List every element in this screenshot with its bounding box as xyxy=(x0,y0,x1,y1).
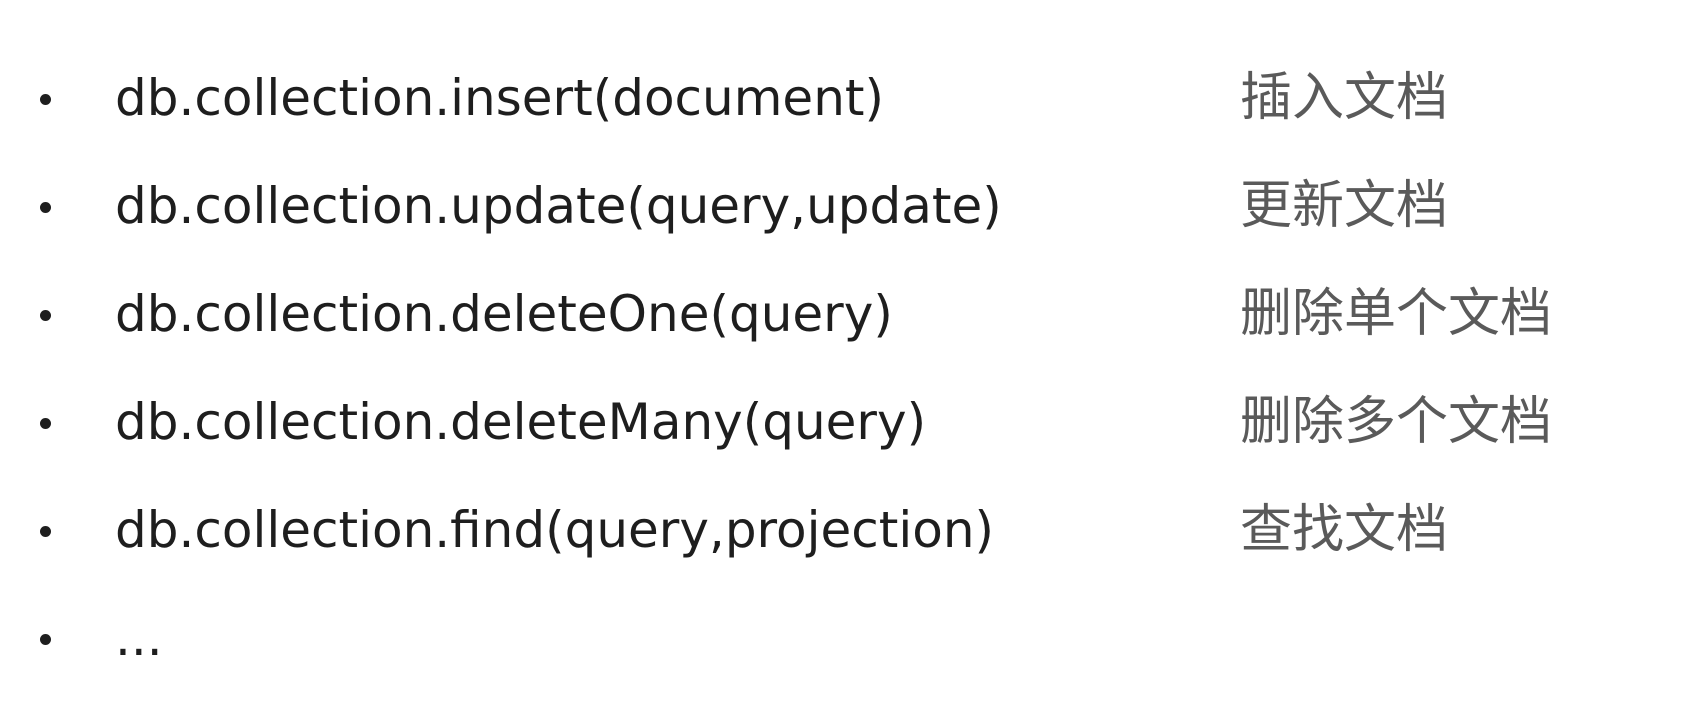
list-item-insert: db.collection.insert(document) 插入文档 xyxy=(0,48,1686,156)
bullet-icon xyxy=(40,310,51,321)
list-item-ellipsis: ... xyxy=(0,588,1686,696)
method-name: db.collection.update(query,update) xyxy=(115,177,1002,235)
list-item-find: db.collection.find(query,projection) 查找文… xyxy=(0,480,1686,588)
list-item-delete-many: db.collection.deleteMany(query) 删除多个文档 xyxy=(0,372,1686,480)
method-description: 更新文档 xyxy=(1240,176,1449,236)
bullet-icon xyxy=(40,634,51,645)
bullet-icon xyxy=(40,526,51,537)
method-description: 插入文档 xyxy=(1240,68,1449,128)
method-name: db.collection.deleteOne(query) xyxy=(115,285,893,343)
method-description: 删除单个文档 xyxy=(1240,284,1553,344)
bullet-icon xyxy=(40,94,51,105)
list-item-delete-one: db.collection.deleteOne(query) 删除单个文档 xyxy=(0,264,1686,372)
method-name: db.collection.find(query,projection) xyxy=(115,501,995,559)
method-name: db.collection.deleteMany(query) xyxy=(115,393,927,451)
list-item-update: db.collection.update(query,update) 更新文档 xyxy=(0,156,1686,264)
ellipsis-text: ... xyxy=(115,609,163,667)
method-description: 删除多个文档 xyxy=(1240,392,1553,452)
bullet-icon xyxy=(40,418,51,429)
bullet-icon xyxy=(40,202,51,213)
method-name: db.collection.insert(document) xyxy=(115,69,884,127)
method-list: db.collection.insert(document) 插入文档 db.c… xyxy=(0,48,1686,696)
method-description: 查找文档 xyxy=(1240,500,1449,560)
